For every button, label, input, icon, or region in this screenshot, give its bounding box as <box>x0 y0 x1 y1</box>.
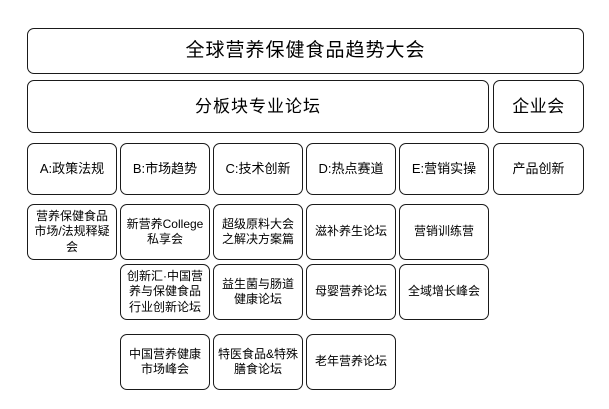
track-header-e[interactable]: E:营销实操 <box>399 143 489 195</box>
enterprise-banner-box: 企业会 <box>493 80 584 133</box>
track-header-f-label: 产品创新 <box>512 160 565 176</box>
session-label: 益生菌与肠道健康论坛 <box>221 276 294 306</box>
session-item[interactable]: 滋补养生论坛 <box>306 204 396 260</box>
session-label: 母婴营养论坛 <box>314 284 387 299</box>
track-header-d-label: D:热点赛道 <box>318 160 384 176</box>
session-label: 全域增长峰会 <box>407 284 480 299</box>
session-item[interactable]: 创新汇·中国营养与保健食品行业创新论坛 <box>120 264 210 320</box>
session-item[interactable]: 营养保健食品市场/法规释疑会 <box>27 204 117 260</box>
session-item[interactable]: 超级原料大会之解决方案篇 <box>213 204 303 260</box>
track-header-b[interactable]: B:市场趋势 <box>120 143 210 195</box>
track-header-d[interactable]: D:热点赛道 <box>306 143 396 195</box>
session-label: 创新汇·中国营养与保健食品行业创新论坛 <box>127 268 203 314</box>
session-label: 中国营养健康市场峰会 <box>128 346 201 376</box>
session-label: 滋补养生论坛 <box>314 224 387 239</box>
session-label: 特医食品&特殊膳食论坛 <box>217 346 298 376</box>
conference-title-text: 全球营养保健食品趋势大会 <box>185 39 426 61</box>
session-label: 营销训练营 <box>413 224 474 239</box>
session-item[interactable]: 中国营养健康市场峰会 <box>120 334 210 390</box>
track-header-a-label: A:政策法规 <box>39 160 105 176</box>
sub-forum-banner-text: 分板块专业论坛 <box>195 96 321 116</box>
track-header-b-label: B:市场趋势 <box>132 160 198 176</box>
session-item[interactable]: 新营养College私享会 <box>120 204 210 260</box>
enterprise-banner-text: 企业会 <box>512 96 565 116</box>
conference-title-box: 全球营养保健食品趋势大会 <box>27 28 584 74</box>
session-item[interactable]: 营销训练营 <box>399 204 489 260</box>
session-label: 营养保健食品市场/法规释疑会 <box>34 208 110 254</box>
track-header-c-label: C:技术创新 <box>225 160 291 176</box>
session-item[interactable]: 特医食品&特殊膳食论坛 <box>213 334 303 390</box>
track-header-e-label: E:营销实操 <box>411 160 477 176</box>
session-label: 超级原料大会之解决方案篇 <box>221 216 294 246</box>
session-label: 老年营养论坛 <box>314 354 387 369</box>
session-item[interactable]: 母婴营养论坛 <box>306 264 396 320</box>
session-label: 新营养College私享会 <box>126 216 204 246</box>
session-item[interactable]: 益生菌与肠道健康论坛 <box>213 264 303 320</box>
track-header-f[interactable]: 产品创新 <box>493 143 584 195</box>
session-item[interactable]: 老年营养论坛 <box>306 334 396 390</box>
sub-forum-banner-box: 分板块专业论坛 <box>27 80 489 133</box>
session-item[interactable]: 全域增长峰会 <box>399 264 489 320</box>
track-header-a[interactable]: A:政策法规 <box>27 143 117 195</box>
track-header-c[interactable]: C:技术创新 <box>213 143 303 195</box>
